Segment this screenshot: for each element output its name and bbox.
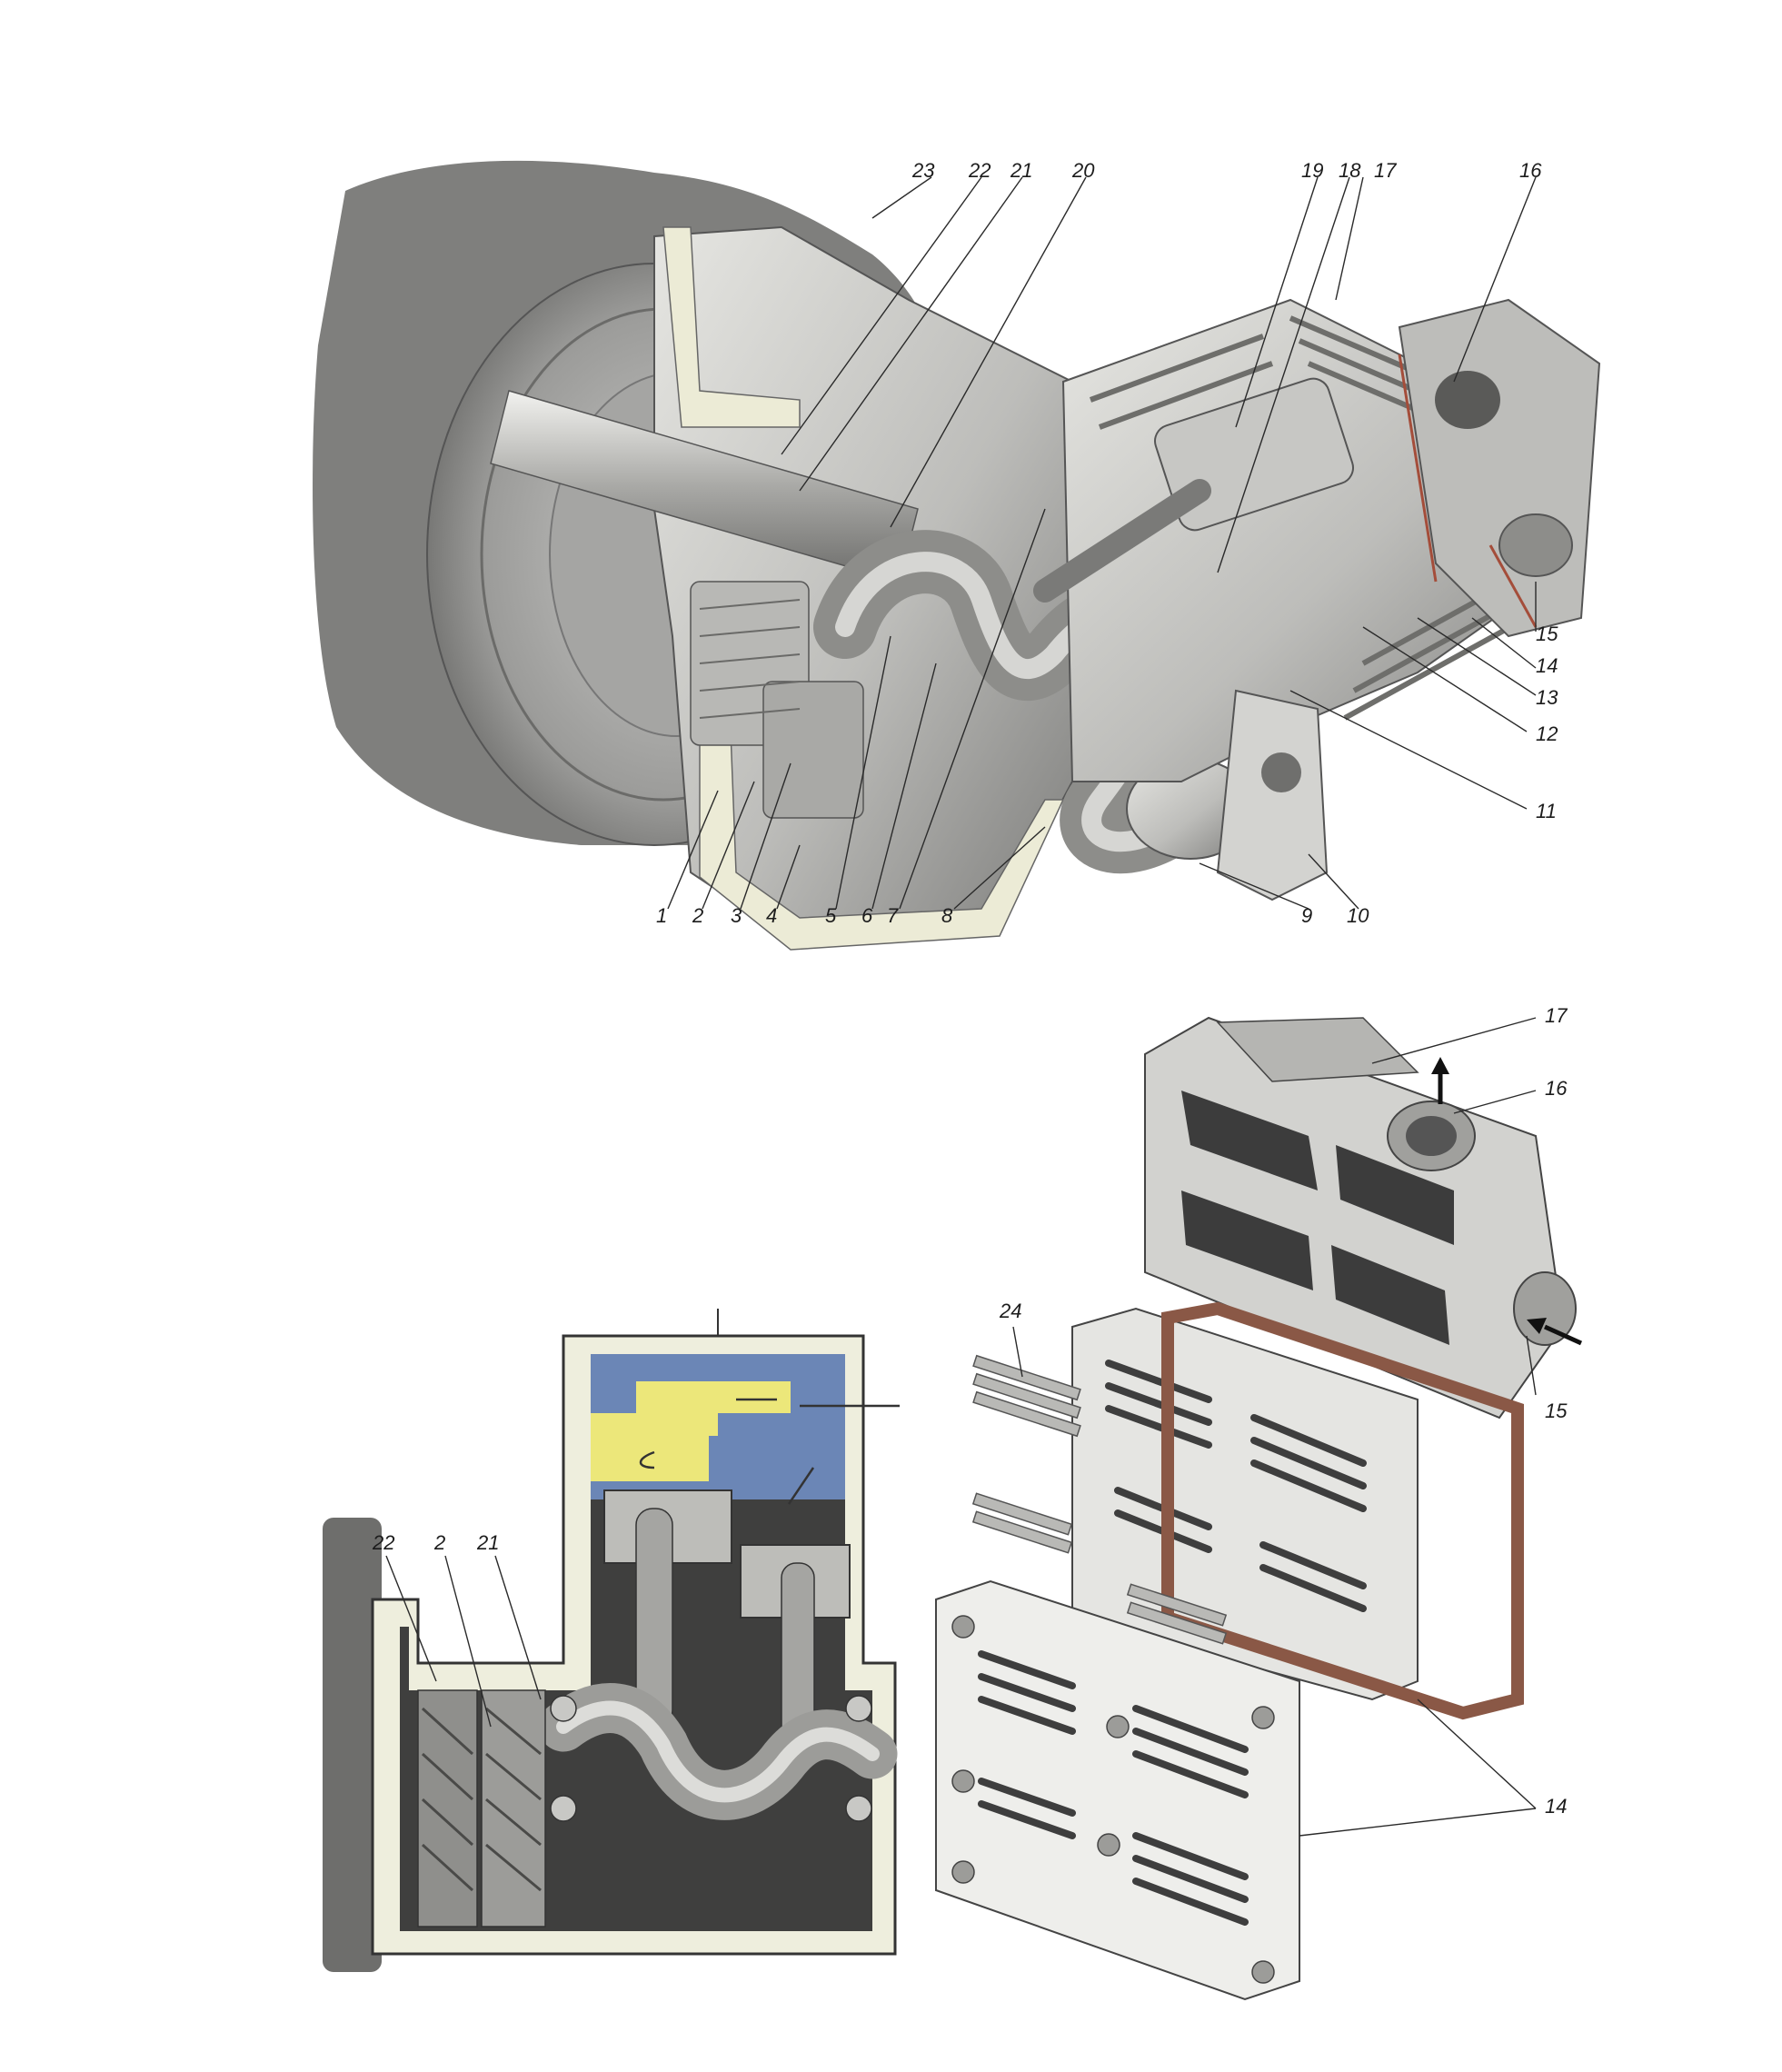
callout-19: 19	[1301, 159, 1323, 182]
callout-9: 9	[1301, 904, 1312, 927]
up-arrow-icon	[1431, 1057, 1449, 1104]
mounting-hole	[1261, 752, 1301, 792]
connecting-rod	[1033, 479, 1211, 603]
callout-7: 7	[887, 904, 899, 927]
callout-23: 23	[911, 159, 935, 182]
callout-3: 3	[731, 904, 742, 927]
callout-4: 4	[766, 904, 777, 927]
section-callouts: 22 2 21	[372, 1531, 499, 1554]
callout-16: 16	[1519, 159, 1542, 182]
callout-20: 20	[1071, 159, 1095, 182]
callout-1: 1	[656, 904, 667, 927]
exploded-callouts: 17 16 24 15 14	[999, 1004, 1568, 1818]
inlet-port	[1498, 513, 1573, 577]
exploded-callout-15: 15	[1545, 1400, 1568, 1422]
gasket-lines	[1398, 354, 1538, 628]
section-figure: 22 2 21	[323, 1309, 900, 1972]
head-windows	[1181, 1091, 1454, 1345]
section-gear-mid	[481, 1689, 546, 1928]
callout-14: 14	[1536, 654, 1558, 677]
callout-17: 17	[1374, 159, 1397, 182]
head-fins	[1216, 1017, 1419, 1082]
cutaway-figure: 1 2 3 4 5 6 7 8 9 10 11 12 13 14 15 16 1…	[313, 159, 1601, 951]
driven-gear	[762, 681, 864, 819]
bottom-plate	[935, 1579, 1300, 2001]
section-leaders	[385, 1555, 542, 1728]
head-outlet-hole	[1406, 1116, 1457, 1156]
section-callout-22: 22	[372, 1531, 394, 1554]
left-arrow-icon	[1527, 1318, 1583, 1346]
callout-18: 18	[1339, 159, 1361, 182]
callout-21: 21	[1010, 159, 1032, 182]
outlet-port	[1435, 371, 1500, 429]
callout-2: 2	[692, 904, 703, 927]
section-bearings	[550, 1695, 872, 1822]
head-inlet-boss	[1513, 1271, 1577, 1346]
callout-5: 5	[825, 904, 837, 927]
exploded-callout-16: 16	[1545, 1077, 1568, 1100]
section-gear-teeth	[421, 1707, 542, 1892]
bottom-plate-holes	[951, 1615, 1275, 1984]
callout-15: 15	[1536, 623, 1558, 645]
cutaway-callouts: 1 2 3 4 5 6 7 8 9 10 11 12 13 14 15 16 1…	[656, 159, 1558, 927]
callout-22: 22	[968, 159, 991, 182]
mounting-foot	[1216, 689, 1329, 902]
valve-plate-slots	[1105, 1360, 1367, 1612]
callout-6: 6	[861, 904, 873, 927]
valve-reeds	[971, 1354, 1228, 1645]
valve-passage-yellow	[591, 1381, 791, 1472]
callout-12: 12	[1536, 722, 1558, 745]
cutaway-leaders	[667, 176, 1537, 910]
callout-10: 10	[1347, 904, 1369, 927]
exploded-callout-14: 14	[1545, 1795, 1567, 1818]
section-crankshaft-highlight	[556, 1700, 880, 1803]
gear-teeth	[699, 599, 801, 719]
callout-11: 11	[1536, 800, 1557, 822]
callout-8: 8	[941, 904, 953, 927]
exploded-head-figure: 17 16 24 15 14	[935, 1004, 1583, 2001]
exploded-callout-17: 17	[1545, 1004, 1568, 1027]
section-cut-face	[662, 226, 801, 428]
section-callout-21: 21	[476, 1531, 499, 1554]
head-yellow-left	[591, 1436, 709, 1481]
section-gear-left	[417, 1689, 478, 1928]
flow-arrows	[639, 1398, 900, 1505]
section-callout-2: 2	[433, 1531, 445, 1554]
engine-wall	[323, 1518, 382, 1972]
exploded-callout-24: 24	[999, 1300, 1021, 1322]
section-cut-face	[699, 635, 1065, 951]
exploded-leaders	[1012, 1017, 1537, 1837]
callout-13: 13	[1536, 686, 1558, 709]
bottom-plate-slots	[978, 1650, 1249, 1926]
